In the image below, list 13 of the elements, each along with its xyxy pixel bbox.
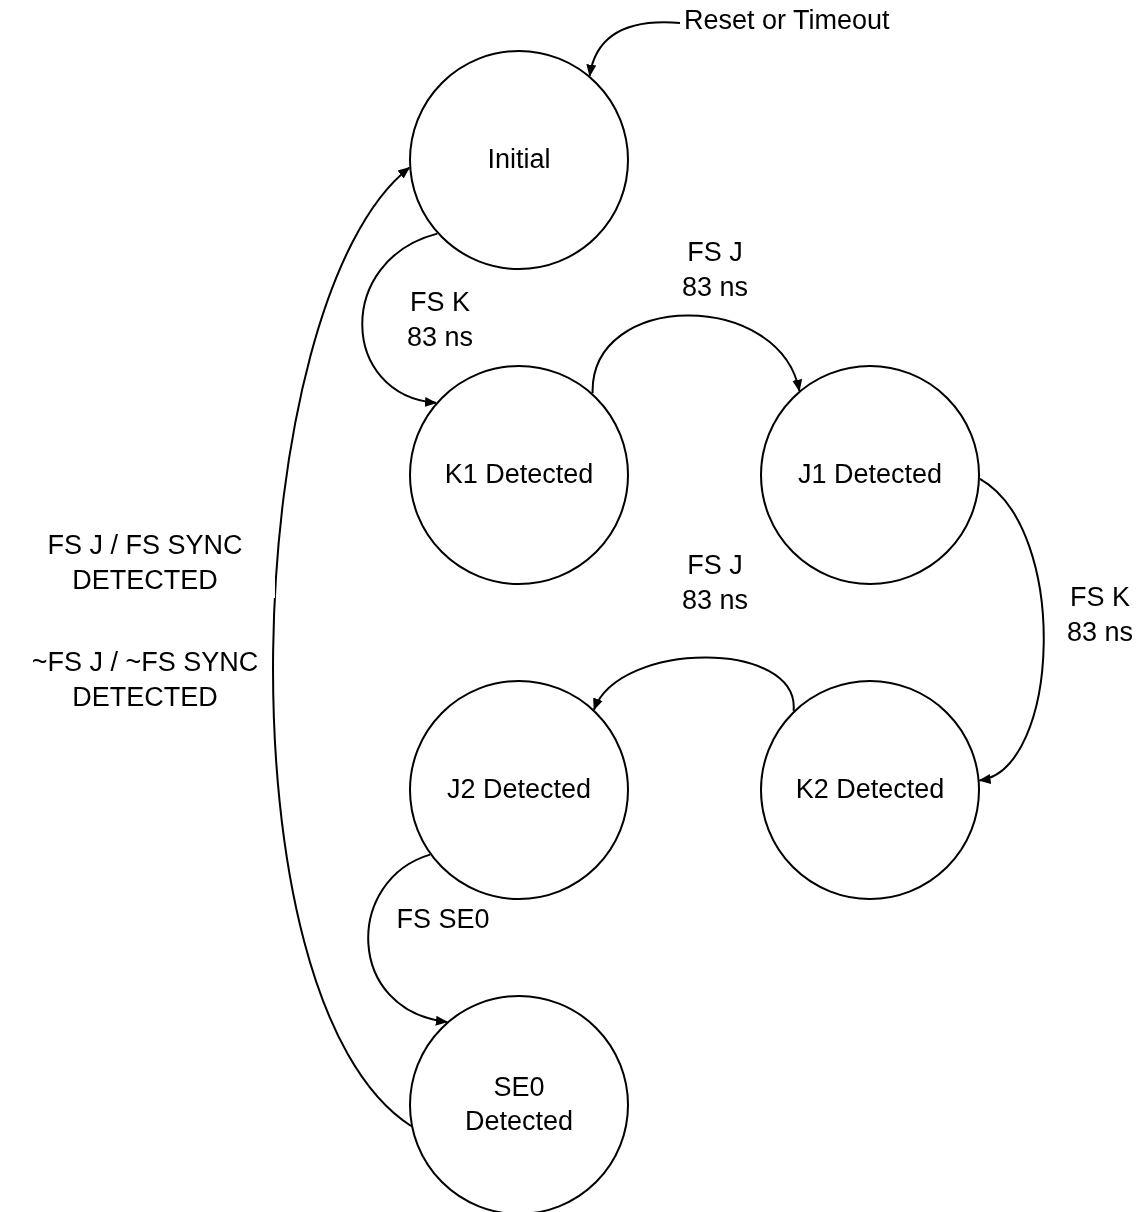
- state-name: J2 Detected: [446, 773, 592, 807]
- arrow: [361, 232, 439, 406]
- arrow: [587, 21, 681, 77]
- arrow: [367, 853, 448, 1025]
- transition-note: ~FS J / ~FS SYNC DETECTED: [30, 646, 260, 715]
- state-name: Initial: [487, 143, 551, 177]
- state-name: J1 Detected: [797, 458, 943, 492]
- start-label: Reset or Timeout: [684, 4, 944, 42]
- arrow: [591, 314, 801, 395]
- state-name: K1 Detected: [444, 458, 594, 492]
- state-name: K2 Detected: [795, 773, 945, 807]
- state-name: SE0 Detected: [463, 1071, 575, 1138]
- arrow: [593, 656, 795, 712]
